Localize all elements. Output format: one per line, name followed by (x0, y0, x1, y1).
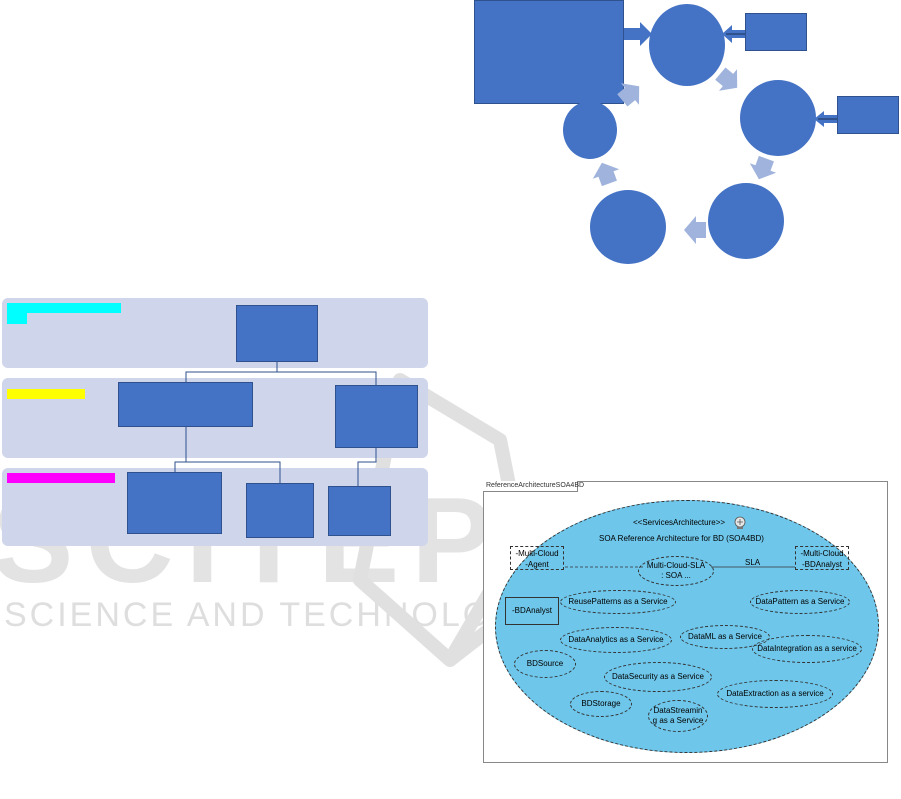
layer-tag-yellow (7, 389, 85, 399)
uml-architecture-name: SOA Reference Architecture for BD (SOA4B… (599, 534, 764, 543)
uml-service-bdsource: BDSource (514, 650, 576, 678)
uml-service-data-integration: DataIntegration as a service (752, 635, 862, 663)
cycle-side-box-top (745, 13, 807, 51)
uml-service-data-streaming: DataStreamin g as a Service (648, 700, 708, 732)
uml-service-data-extraction: DataExtraction as a service (717, 680, 833, 708)
uml-service-data-ml: DataML as a Service (680, 625, 770, 649)
uml-services-icon (734, 516, 746, 529)
layer-tag-cyan (7, 303, 121, 313)
hierarchy-mid-left-box (118, 382, 253, 427)
uml-role-multi-cloud-agent: -Multi-Cloud -Agent (510, 546, 564, 570)
cycle-input-box (474, 0, 624, 104)
layer-tag-cyan-2 (7, 313, 27, 324)
hierarchy-leaf-2-box (246, 483, 314, 538)
uml-service-reuse-patterns: ReusePatterns as a Service (560, 590, 676, 614)
uml-frame-tab (483, 481, 578, 492)
uml-role-bdanalyst: -BDAnalyst (505, 597, 559, 625)
uml-connectors (565, 566, 795, 568)
hierarchy-leaf-1-box (127, 472, 222, 534)
cycle-side-box-right (837, 96, 899, 134)
hierarchy-mid-right-box (335, 385, 418, 448)
uml-sla-usage: Multi-Cloud-SLA : SOA ... (638, 556, 714, 586)
uml-stereotype: <<ServicesArchitecture>> (633, 518, 726, 527)
cycle-node-right (740, 80, 816, 156)
hierarchy-leaf-3-box (328, 486, 391, 536)
cycle-node-bottom-left (590, 190, 666, 264)
uml-service-data-analytics: DataAnalytics as a Service (560, 627, 672, 653)
uml-frame-title: ReferenceArchitectureSOA4BD (486, 482, 585, 489)
uml-service-bdstorage: BDStorage (570, 691, 632, 717)
uml-service-data-pattern: DataPattern as a Service (750, 590, 850, 614)
hierarchy-connectors (174, 362, 377, 487)
cycle-node-top (649, 4, 725, 86)
hierarchy-root-box (236, 305, 318, 362)
cycle-arrows (592, 22, 837, 244)
uml-sla-label: SLA (745, 558, 761, 567)
uml-role-multi-cloud-bdanalyst: -Multi-Cloud -BDAnalyst (795, 546, 849, 570)
cycle-node-left (563, 101, 617, 159)
layer-tag-magenta (7, 473, 115, 483)
cycle-node-bottom-right (708, 183, 784, 259)
uml-service-data-security: DataSecurity as a Service (604, 662, 712, 692)
